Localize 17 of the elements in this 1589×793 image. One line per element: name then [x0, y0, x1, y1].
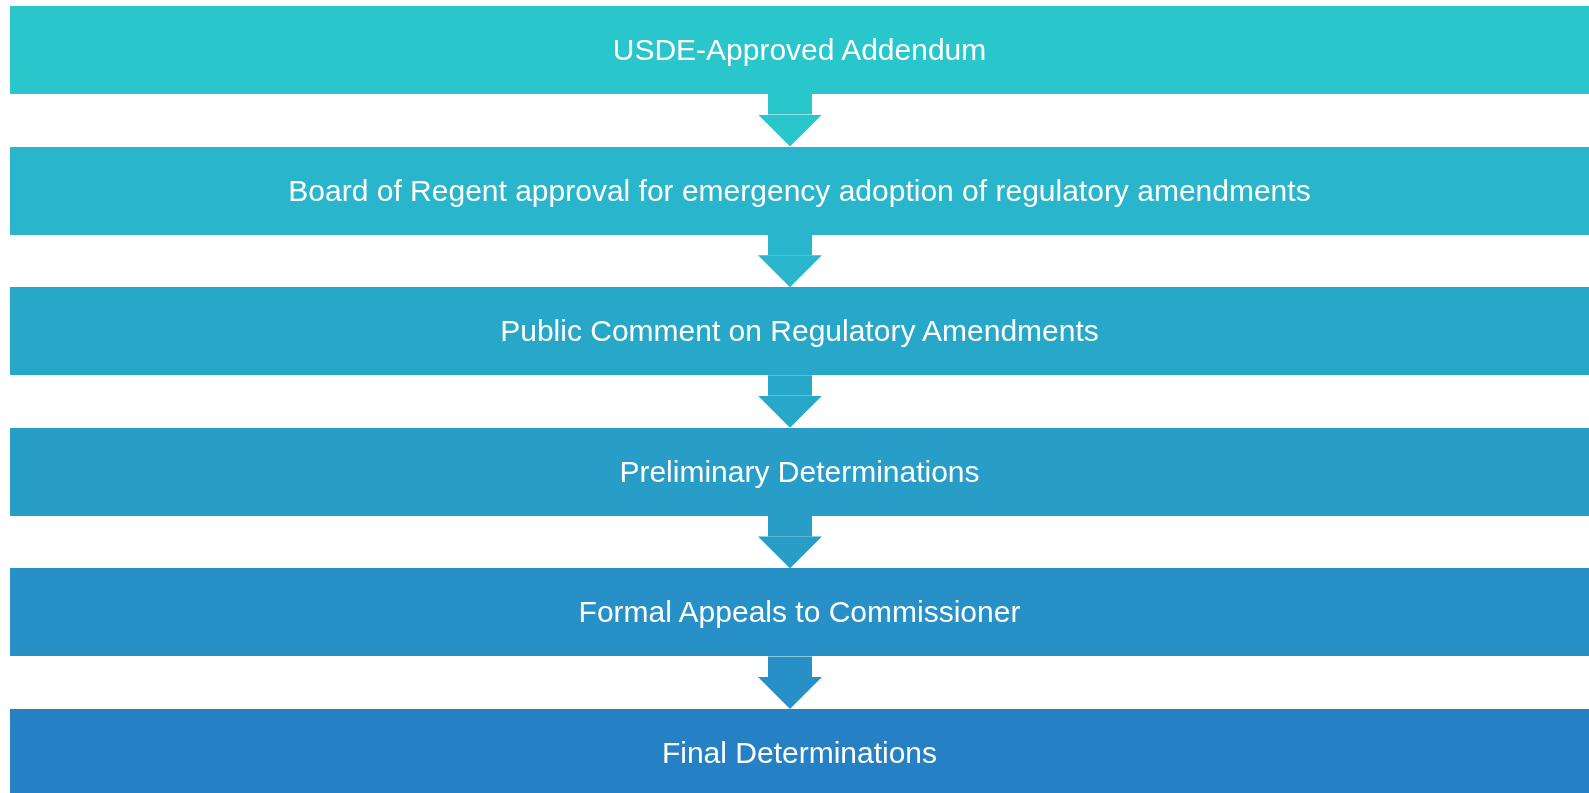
process-bar — [10, 427, 1589, 516]
block-arrow — [758, 375, 822, 428]
block-arrow — [758, 515, 822, 569]
process-bar — [10, 146, 1589, 235]
block-arrow — [758, 656, 822, 709]
step-label: Board of Regent approval for emergency adoption of regulatory amendments — [288, 173, 1311, 208]
step-label: Final Determinations — [661, 736, 938, 770]
process-bar — [10, 709, 1589, 793]
block-arrow — [758, 234, 822, 288]
block-arrow — [758, 94, 822, 147]
step-label: Public Comment on Regulatory Amendments — [500, 314, 1099, 349]
process-bar — [10, 287, 1589, 376]
step-label: USDE-Approved Addendum — [612, 33, 987, 67]
process-bar — [10, 568, 1589, 657]
process-bar — [10, 6, 1589, 94]
step-label: Preliminary Determinations — [619, 454, 980, 489]
step-label: Formal Appeals to Commissioner — [578, 595, 1021, 630]
